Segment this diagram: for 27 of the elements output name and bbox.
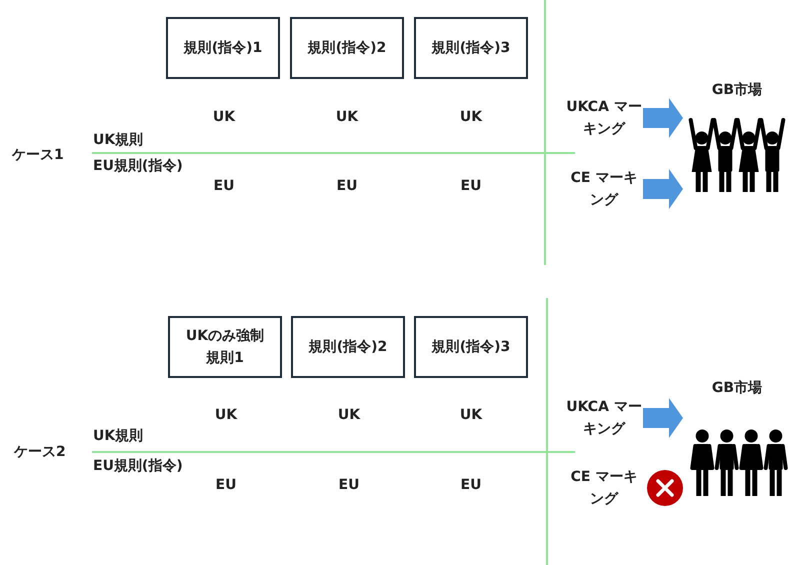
marking-label: CE マーキング: [565, 169, 643, 209]
region-label: UK: [214, 406, 238, 424]
region-label: EU: [338, 476, 360, 494]
case-label: ケース1: [12, 146, 64, 164]
market-label: GB市場: [712, 81, 762, 99]
region-label: UK: [336, 108, 358, 126]
marking-label: UKCA マーキング: [565, 98, 643, 138]
region-label: UK: [338, 406, 360, 424]
block-arrow: [643, 398, 683, 438]
market-label: GB市場: [712, 379, 762, 397]
region-label: EU: [336, 177, 358, 195]
block-arrow: [643, 98, 683, 138]
rule-label: UK規則: [93, 427, 144, 445]
region-label: EU: [214, 177, 234, 195]
case-label: ケース2: [14, 443, 66, 461]
marking-label: UKCA マーキング: [565, 398, 643, 438]
region-label: UK: [212, 108, 236, 126]
block-arrow: [643, 169, 683, 209]
rule-label: EU規則(指令): [93, 157, 183, 175]
marking-label: CE マーキング: [565, 468, 643, 508]
region-label: EU: [460, 177, 482, 195]
region-label: EU: [216, 476, 236, 494]
region-label: UK: [460, 406, 482, 424]
rule-label: EU規則(指令): [93, 457, 183, 475]
region-label: EU: [460, 476, 482, 494]
rule-label: UK規則: [93, 131, 144, 149]
region-label: UK: [460, 108, 482, 126]
